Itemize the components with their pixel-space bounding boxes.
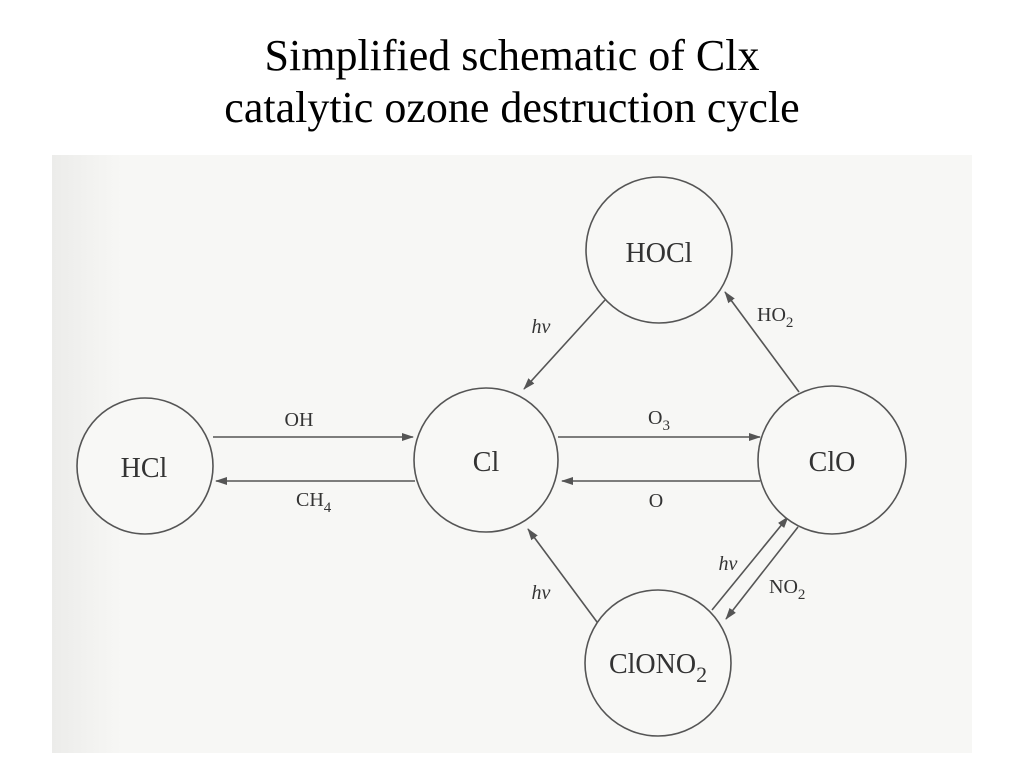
label-cl-to-clo-main: O <box>648 407 662 429</box>
node-hocl: HOCl <box>585 176 733 324</box>
label-clo-to-hocl-subscript: 2 <box>786 315 794 331</box>
node-cl: Cl <box>413 387 559 533</box>
arrow-clo-to-clono2 <box>725 526 799 620</box>
label-clo-to-cl: O <box>649 490 663 512</box>
node-clono2-main: ClONO <box>609 649 696 680</box>
label-cl-to-hcl-subscript: 4 <box>324 500 332 516</box>
node-hcl-label: HCl <box>121 453 168 484</box>
node-hcl: HCl <box>76 397 214 535</box>
label-clo-to-clono2-main: NO <box>769 576 798 598</box>
node-clo: ClO <box>757 385 907 535</box>
node-clono2-label: ClONO2 <box>609 649 707 687</box>
arrow-clono2-to-clo <box>711 516 789 611</box>
label-clo-to-clono2: NO2 <box>769 576 805 603</box>
arrow-clono2-to-cl <box>527 528 598 623</box>
label-hcl-to-cl: OH <box>285 409 314 431</box>
node-hocl-label: HOCl <box>626 238 693 269</box>
label-cl-to-hcl: CH4 <box>296 489 332 516</box>
label-clo-to-hocl-main: HO <box>757 304 786 326</box>
arrow-clo-to-hocl <box>724 291 800 393</box>
arrow-hocl-to-cl <box>523 299 606 390</box>
title-line-2: catalytic ozone destruction cycle <box>224 83 800 132</box>
label-cl-to-hcl-main: CH <box>296 489 324 511</box>
node-clono2: ClONO2 <box>584 589 732 737</box>
slide-title: Simplified schematic of Clx catalytic oz… <box>0 30 1024 134</box>
label-cl-to-clo: O3 <box>648 407 670 434</box>
node-clo-label: ClO <box>809 447 856 478</box>
node-cl-label: Cl <box>473 447 500 478</box>
label-hocl-to-cl: hν <box>532 316 551 338</box>
title-line-1: Simplified schematic of Clx <box>264 31 760 80</box>
node-clono2-subscript: 2 <box>696 662 707 687</box>
label-clono2-to-cl: hν <box>532 582 551 604</box>
label-clo-to-clono2-subscript: 2 <box>798 587 806 603</box>
label-clono2-to-clo: hν <box>719 553 738 575</box>
label-cl-to-clo-subscript: 3 <box>662 418 670 434</box>
label-clo-to-hocl: HO2 <box>757 304 793 331</box>
